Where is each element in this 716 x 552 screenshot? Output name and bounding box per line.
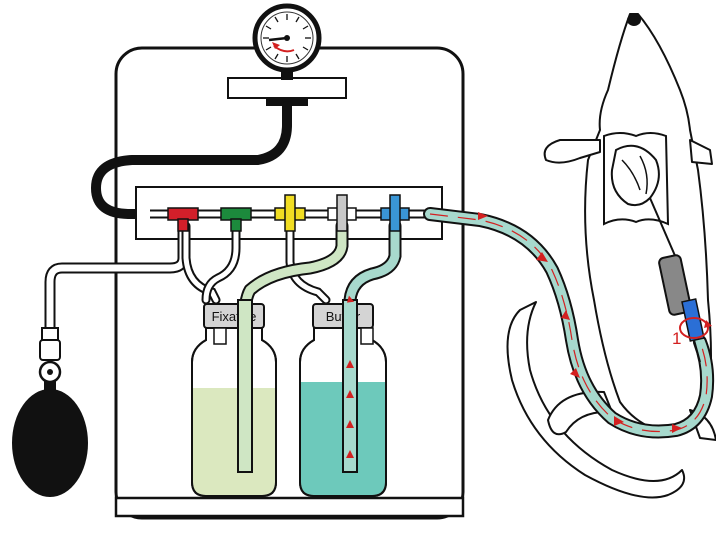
pressure-gauge-icon <box>255 6 319 70</box>
step-number: 1 <box>672 329 681 348</box>
gauge-stand <box>228 68 346 106</box>
fixative-bottle: Fixative <box>192 300 276 496</box>
pump-bulb-icon[interactable] <box>12 328 88 497</box>
buffer-bottle: Buffer <box>300 296 386 496</box>
